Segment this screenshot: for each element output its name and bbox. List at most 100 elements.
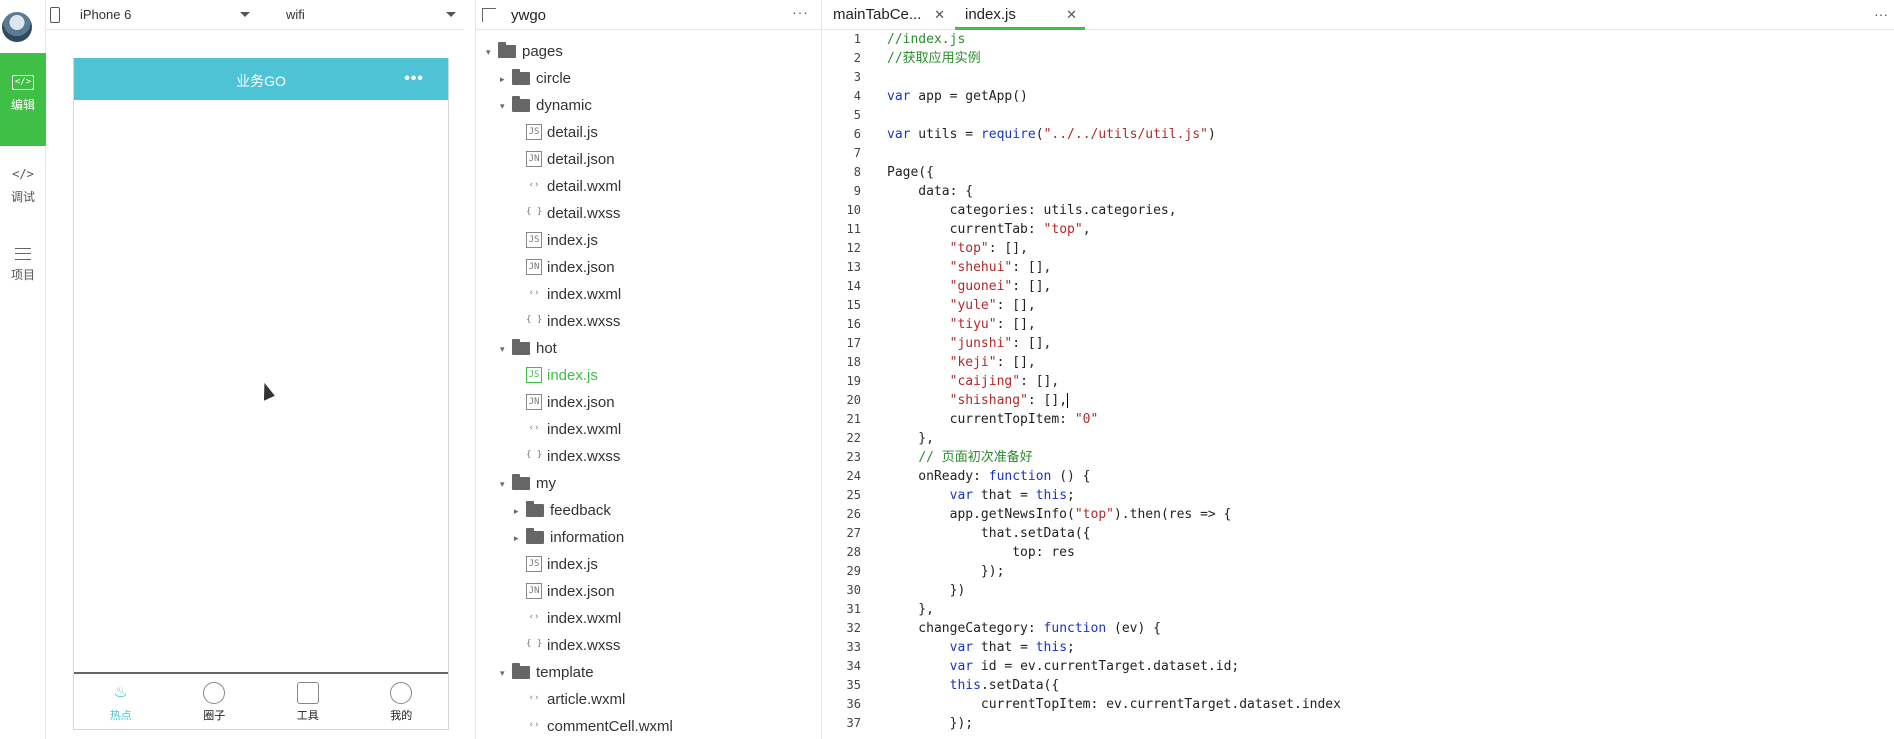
tree-item-label: index.js bbox=[547, 556, 598, 573]
code-text: currentTab: "top", bbox=[887, 222, 1091, 237]
tree-file[interactable]: ‹›detail.wxml bbox=[514, 173, 622, 200]
expand-arrow-icon[interactable]: ▾ bbox=[500, 343, 505, 354]
tree-file[interactable]: ‹›index.wxml bbox=[514, 281, 622, 308]
code-line: 35 this.setData({ bbox=[823, 676, 1060, 695]
more-options-icon[interactable]: ··· bbox=[792, 4, 809, 20]
code-line: 28 top: res bbox=[823, 543, 1075, 562]
code-text: "guonei": [], bbox=[949, 279, 1052, 294]
network-select[interactable]: wifi bbox=[286, 7, 456, 22]
phone-tab-mine[interactable]: 我的 bbox=[355, 674, 449, 729]
tree-folder[interactable]: ▸information bbox=[514, 524, 624, 551]
tree-file[interactable]: ‹›index.wxml bbox=[514, 416, 622, 443]
expand-arrow-icon[interactable]: ▾ bbox=[500, 667, 505, 678]
expand-arrow-icon[interactable]: ▸ bbox=[500, 73, 505, 84]
code-line: 7 bbox=[823, 144, 861, 163]
phone-tab-circle[interactable]: 圈子 bbox=[168, 674, 262, 729]
tree-item-label: detail.json bbox=[547, 151, 615, 168]
expand-arrow-icon[interactable]: ▾ bbox=[500, 100, 505, 111]
line-number: 3 bbox=[853, 70, 861, 84]
close-icon[interactable]: ✕ bbox=[934, 7, 945, 22]
code-line: 19 "caijing": [], bbox=[823, 372, 1060, 391]
code-text: //index.js bbox=[887, 32, 966, 47]
code-line: 9 data: { bbox=[823, 182, 973, 201]
wxss-file-icon: { } bbox=[526, 315, 543, 326]
expand-arrow-icon[interactable]: ▸ bbox=[514, 505, 519, 516]
expand-arrow-icon[interactable]: ▸ bbox=[514, 532, 519, 543]
code-text: }) bbox=[887, 583, 966, 598]
activity-debug-button[interactable]: </> 调试 bbox=[0, 160, 46, 240]
code-line: 29 }); bbox=[823, 562, 1005, 581]
code-line: 17 "junshi": [], bbox=[823, 334, 1052, 353]
tree-folder[interactable]: ▾dynamic bbox=[500, 92, 592, 119]
more-options-icon[interactable]: ••• bbox=[404, 70, 424, 87]
code-text: var that = this; bbox=[949, 488, 1075, 503]
code-line: 22 }, bbox=[823, 429, 934, 448]
phone-tab-tools[interactable]: 工具 bbox=[261, 674, 355, 729]
code-text: //获取应用实例 bbox=[887, 51, 981, 66]
phone-tab-hot[interactable]: ♨ 热点 bbox=[74, 674, 168, 729]
phone-device-icon bbox=[50, 7, 60, 23]
tree-file[interactable]: { }detail.wxss bbox=[514, 200, 620, 227]
project-name: ywgo bbox=[511, 7, 547, 24]
circle-icon bbox=[203, 682, 226, 704]
more-options-icon[interactable]: ··· bbox=[1874, 6, 1888, 22]
phone-tab-bar: ♨ 热点 圈子 工具 我的 bbox=[74, 672, 448, 729]
code-text: "keji": [], bbox=[949, 355, 1036, 370]
tree-item-label: circle bbox=[536, 70, 572, 87]
tree-file[interactable]: ‹›commentCell.wxml bbox=[514, 713, 673, 739]
activity-edit-button[interactable]: </> 编辑 bbox=[0, 53, 46, 146]
line-number: 12 bbox=[846, 241, 861, 255]
tree-file[interactable]: ‹›article.wxml bbox=[514, 686, 626, 713]
code-text: app.getNewsInfo("top").then(res => { bbox=[887, 507, 1232, 522]
tree-folder[interactable]: ▾template bbox=[500, 659, 594, 686]
phone-simulator[interactable]: 业务GO ••• ♨ 热点 圈子 工具 我的 bbox=[73, 58, 449, 730]
tree-folder[interactable]: ▸ circle bbox=[500, 65, 571, 92]
tree-item-label: index.js bbox=[547, 232, 598, 249]
tree-folder[interactable]: ▸feedback bbox=[514, 497, 611, 524]
line-number: 15 bbox=[846, 298, 861, 312]
folder-icon bbox=[498, 41, 516, 58]
line-number: 18 bbox=[846, 355, 861, 369]
editor-tab-maintabcell[interactable]: mainTabCe... ✕ bbox=[823, 0, 953, 30]
expand-arrow-icon[interactable]: ▾ bbox=[486, 46, 491, 57]
wxml-file-icon: ‹› bbox=[528, 180, 540, 191]
phone-navigation-bar: 业务GO ••• bbox=[74, 58, 448, 100]
tree-item-label: index.wxss bbox=[547, 313, 621, 330]
code-text: "yule": [], bbox=[949, 298, 1036, 313]
activity-project-button[interactable]: 项目 bbox=[0, 240, 46, 320]
tree-item-label: index.json bbox=[547, 583, 615, 600]
device-select[interactable]: iPhone 6 bbox=[80, 7, 250, 22]
editor-tab-label: index.js bbox=[965, 6, 1016, 23]
tree-item-label: index.wxml bbox=[547, 421, 622, 438]
tree-item-label: detail.js bbox=[547, 124, 598, 141]
tree-file[interactable]: { } index.wxss bbox=[514, 308, 620, 335]
tree-file[interactable]: { }index.wxss bbox=[514, 443, 620, 470]
tree-item-label: index.json bbox=[547, 259, 615, 276]
avatar[interactable] bbox=[2, 12, 32, 42]
expand-arrow-icon[interactable]: ▾ bbox=[500, 478, 505, 489]
tree-file[interactable]: { }index.wxss bbox=[514, 632, 620, 659]
tree-file[interactable]: ‹›index.wxml bbox=[514, 605, 622, 632]
wxml-file-icon: ‹› bbox=[528, 693, 540, 704]
tree-folder[interactable]: ▾my bbox=[500, 470, 556, 497]
code-text: "shehui": [], bbox=[949, 260, 1052, 275]
chevron-down-icon bbox=[446, 12, 456, 17]
editor-tab-index-js[interactable]: index.js ✕ bbox=[955, 0, 1085, 30]
tree-folder[interactable]: ▾pages bbox=[486, 38, 563, 65]
tree-item-label: index.js bbox=[547, 367, 598, 384]
code-text: "shishang": [], bbox=[949, 393, 1069, 408]
tree-folder[interactable]: ▾hot bbox=[500, 335, 557, 362]
close-icon[interactable]: ✕ bbox=[1066, 7, 1077, 22]
code-text: // 页面初次准备好 bbox=[918, 450, 1033, 465]
tree-item-label: index.wxml bbox=[547, 286, 622, 303]
